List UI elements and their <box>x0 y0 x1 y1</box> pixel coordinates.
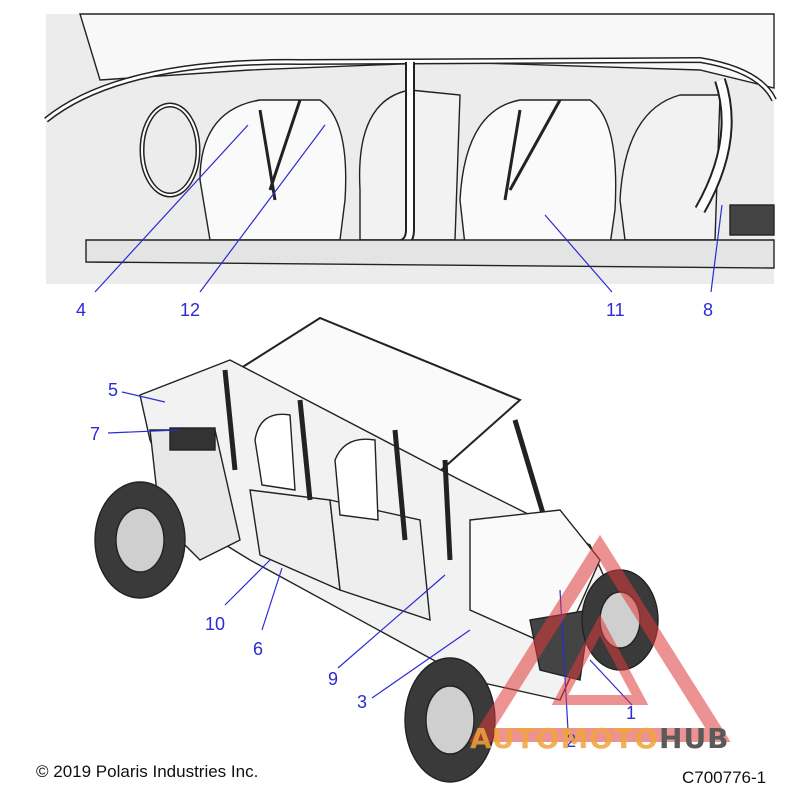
callout-8[interactable]: 8 <box>703 300 714 320</box>
callout-9[interactable]: 9 <box>328 669 339 689</box>
interior-detail-view <box>44 13 777 284</box>
callout-3[interactable]: 3 <box>357 692 368 712</box>
rear-wheel <box>94 481 186 599</box>
watermark-logo <box>469 534 731 742</box>
callout-4[interactable]: 4 <box>76 300 87 320</box>
callout-6[interactable]: 6 <box>253 639 264 659</box>
callout-5[interactable]: 5 <box>108 380 119 400</box>
watermark-part2: HUB <box>659 722 730 755</box>
diagram-code: C700776-1 <box>682 768 767 787</box>
vehicle-view <box>94 316 659 783</box>
top-leader-lines <box>94 124 723 293</box>
watermark-part1: AUTOMOTO <box>470 722 660 755</box>
watermark-text: AUTOMOTOHUB <box>470 722 730 755</box>
copyright-text: © 2019 Polaris Industries Inc. <box>36 762 259 781</box>
front-left-wheel <box>404 657 496 783</box>
callout-1[interactable]: 1 <box>626 703 637 723</box>
callout-7[interactable]: 7 <box>90 424 101 444</box>
callout-12[interactable]: 12 <box>180 300 201 320</box>
callout-2[interactable]: 2 <box>566 731 577 751</box>
callout-11[interactable]: 11 <box>606 300 625 320</box>
callout-10[interactable]: 10 <box>205 614 226 634</box>
